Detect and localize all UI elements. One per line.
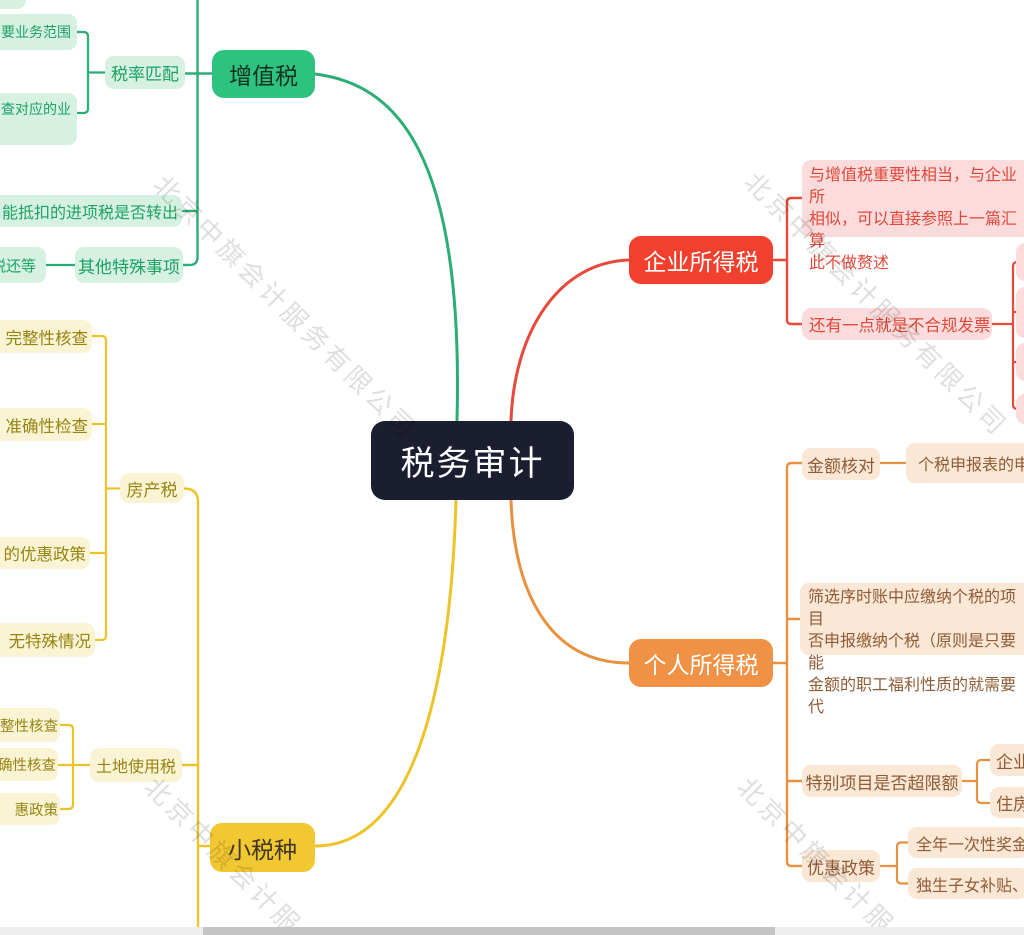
node-policy-item-1[interactable]: 全年一次性奖金	[908, 827, 1024, 858]
node-rate-match[interactable]: 税率匹配	[105, 56, 185, 89]
node-small-taxes[interactable]: 小税种	[210, 823, 315, 872]
node-prop-completeness[interactable]: 完整性核查	[0, 320, 92, 353]
connector-special-bracket	[962, 758, 990, 805]
node-cit-invoice-child-2[interactable]	[1016, 287, 1024, 338]
node-prop-accuracy[interactable]: 准确性检查	[0, 408, 92, 441]
node-vat-child-partial[interactable]	[0, 0, 26, 9]
node-cit-invoice-issue[interactable]: 还有一点就是不合规发票	[802, 308, 992, 340]
node-land-use-tax[interactable]: 土地使用税	[90, 748, 182, 782]
connector-land-bracket	[58, 723, 90, 811]
connector-vat-main	[314, 72, 459, 422]
node-land-completeness[interactable]: 整性核查	[0, 708, 60, 742]
node-policy[interactable]: 优惠政策	[802, 850, 880, 882]
connector-vat-spine	[183, 0, 199, 267]
connector-property-bracket	[90, 334, 120, 642]
node-refund-etc[interactable]: 税还等	[0, 247, 46, 283]
node-central-topic[interactable]: 税务审计	[371, 421, 574, 500]
connector-small-main	[314, 499, 458, 848]
node-land-policy[interactable]: 惠政策	[0, 793, 60, 825]
node-cit-invoice-child-4[interactable]	[1016, 394, 1024, 424]
horizontal-scrollbar-thumb[interactable]	[203, 927, 775, 935]
node-other-special[interactable]: 其他特殊事项	[75, 247, 183, 283]
node-screening[interactable]: 筛选序时账中应缴纳个税的项目 否申报缴纳个税（原则是只要能 金额的职工福利性质的…	[800, 583, 1024, 716]
connector-policy-bracket	[880, 841, 908, 885]
connector-cit-children	[773, 196, 802, 326]
connector-pit-children	[773, 461, 802, 868]
node-vat[interactable]: 增值税	[212, 50, 315, 98]
node-personal-income-tax[interactable]: 个人所得税	[629, 639, 773, 687]
node-property-tax[interactable]: 房产税	[120, 473, 184, 503]
node-land-accuracy[interactable]: 确性核查	[0, 748, 58, 781]
node-tax-return[interactable]: 个税申报表的申	[906, 443, 1024, 483]
node-corporate-income-tax[interactable]: 企业所得税	[629, 236, 773, 284]
node-cit-invoice-child-3[interactable]	[1016, 343, 1024, 381]
connector-cit-main	[509, 258, 630, 422]
connector-rate-bracket	[77, 30, 105, 115]
node-prop-special[interactable]: 无特殊情况	[0, 623, 95, 657]
node-input-tax-transfer[interactable]: 能抵扣的进项税是否转出	[0, 195, 182, 227]
node-biz-check[interactable]: 查对应的业	[0, 93, 77, 145]
node-special-item-2[interactable]: 住房	[990, 787, 1024, 818]
node-special-limit[interactable]: 特别项目是否超限额	[802, 765, 962, 797]
node-special-item-1[interactable]: 企业	[990, 744, 1024, 776]
node-policy-item-2[interactable]: 独生子女补贴、	[908, 868, 1024, 899]
connector-small-spine	[183, 487, 200, 930]
connector-invoice-bracket	[990, 260, 1018, 411]
node-cit-invoice-child-1[interactable]	[1016, 243, 1024, 281]
connector-pit-main	[509, 499, 630, 665]
node-cit-note[interactable]: 与增值税重要性相当，与企业所 相似，可以直接参照上一篇汇算 此不做赘述	[802, 160, 1024, 272]
node-prop-policy[interactable]: 的优惠政策	[0, 537, 90, 569]
node-amount-check[interactable]: 金额核对	[802, 448, 880, 480]
connector-small-stubs	[182, 763, 210, 848]
node-biz-scope[interactable]: 要业务范围	[0, 14, 77, 50]
